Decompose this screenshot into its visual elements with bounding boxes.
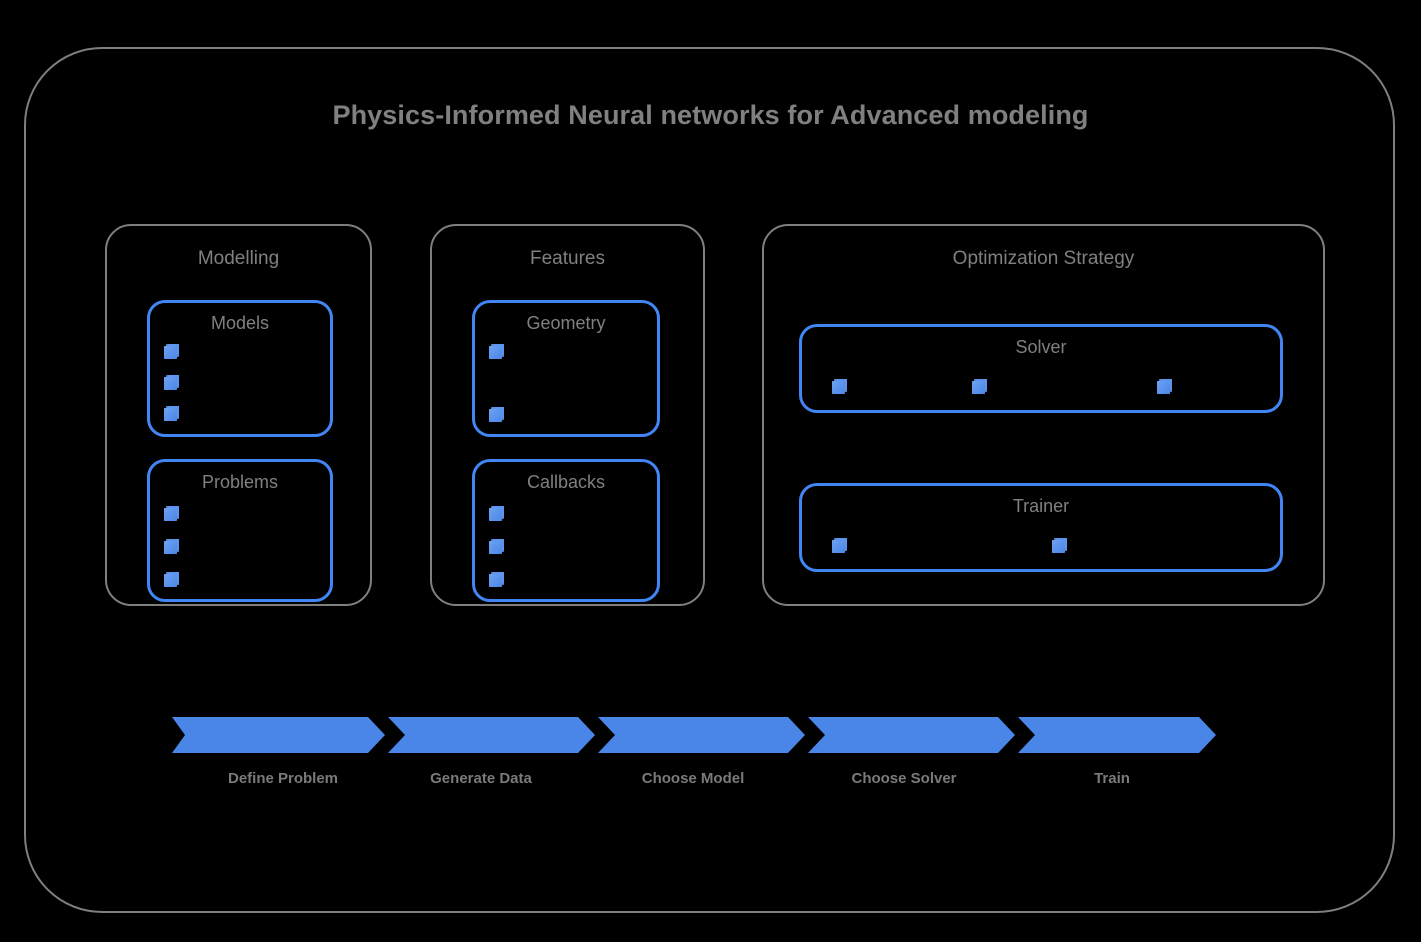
cube-marker-icon bbox=[1052, 540, 1065, 553]
pipeline-label-generate-data: Generate Data bbox=[430, 770, 532, 787]
cube-marker-icon bbox=[489, 508, 502, 521]
cube-marker-icon bbox=[1157, 381, 1170, 394]
pipeline-step-choose-model[interactable] bbox=[598, 717, 805, 753]
box-solver[interactable]: Solver bbox=[799, 324, 1283, 413]
pipeline-step-train[interactable] bbox=[1018, 717, 1216, 753]
box-models-label: Models bbox=[210, 313, 270, 333]
box-trainer-label: Trainer bbox=[1012, 496, 1070, 516]
cube-marker-icon bbox=[164, 408, 177, 421]
cube-marker-icon bbox=[972, 381, 985, 394]
cube-marker-icon bbox=[832, 540, 845, 553]
cube-marker-icon bbox=[164, 346, 177, 359]
box-callbacks-label: Callbacks bbox=[526, 472, 606, 492]
cube-marker-icon bbox=[489, 346, 502, 359]
cube-marker-icon bbox=[489, 574, 502, 587]
cube-marker-icon bbox=[832, 381, 845, 394]
box-trainer[interactable]: Trainer bbox=[799, 483, 1283, 572]
box-geometry-label: Geometry bbox=[526, 313, 606, 333]
box-problems[interactable]: Problems bbox=[147, 459, 333, 602]
box-geometry[interactable]: Geometry bbox=[472, 300, 660, 437]
pipeline-label-define-problem: Define Problem bbox=[227, 770, 339, 787]
workflow-pipeline bbox=[172, 717, 1216, 753]
pipeline-step-choose-solver[interactable] bbox=[808, 717, 1015, 753]
box-solver-label: Solver bbox=[1015, 337, 1067, 357]
outer-frame bbox=[24, 47, 1395, 913]
group-modelling-label: Modelling bbox=[197, 248, 280, 269]
cube-marker-icon bbox=[164, 541, 177, 554]
pipeline-label-choose-model: Choose Model bbox=[641, 770, 745, 787]
cube-marker-icon bbox=[164, 574, 177, 587]
cube-marker-icon bbox=[489, 409, 502, 422]
group-modelling: Modelling bbox=[105, 224, 372, 606]
cube-marker-icon bbox=[164, 377, 177, 390]
group-features-label: Features bbox=[530, 248, 605, 269]
pipeline-label-train: Train bbox=[1094, 770, 1130, 787]
box-problems-label: Problems bbox=[201, 472, 279, 492]
page-title: Physics-Informed Neural networks for Adv… bbox=[332, 100, 1089, 130]
pipeline-label-choose-solver: Choose Solver bbox=[851, 770, 957, 787]
box-callbacks[interactable]: Callbacks bbox=[472, 459, 660, 602]
box-models[interactable]: Models bbox=[147, 300, 333, 437]
group-features: Features bbox=[430, 224, 705, 606]
pipeline-step-generate-data[interactable] bbox=[388, 717, 595, 753]
cube-marker-icon bbox=[489, 541, 502, 554]
group-optimization-strategy: Optimization Strategy bbox=[762, 224, 1325, 606]
cube-marker-icon bbox=[164, 508, 177, 521]
pipeline-step-define-problem[interactable] bbox=[172, 717, 385, 753]
group-optimization-strategy-label: Optimization Strategy bbox=[952, 248, 1135, 269]
